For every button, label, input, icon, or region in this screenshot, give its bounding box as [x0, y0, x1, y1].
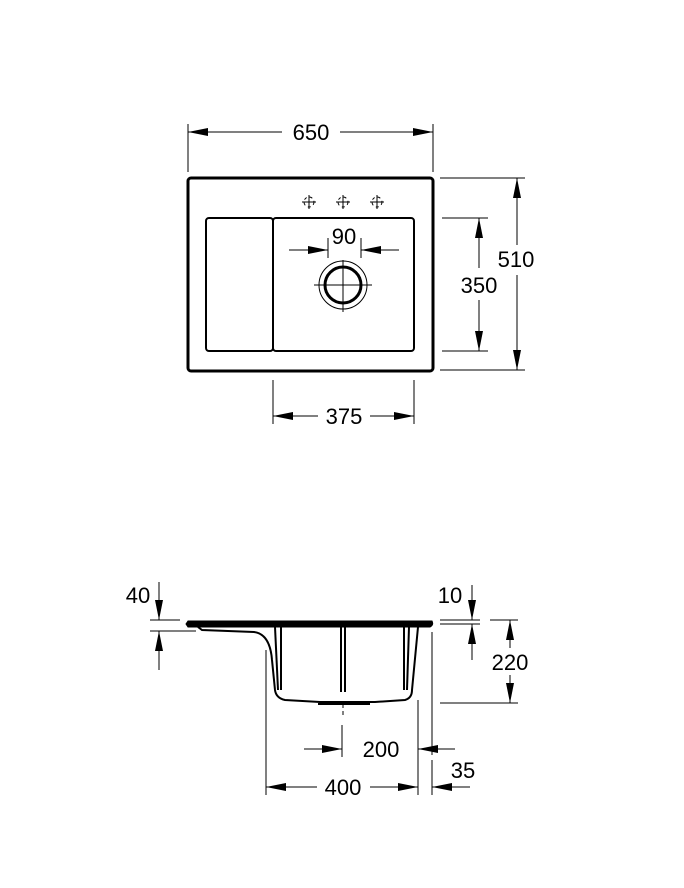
side-view: 40 10 220 200 [126, 582, 529, 800]
tap-hole-icon [370, 195, 384, 209]
rib [406, 626, 410, 691]
dimension-rim-thickness: 10 [438, 583, 480, 660]
bowl [272, 217, 415, 352]
label-200: 200 [363, 737, 400, 762]
dimension-bowl-depth: 350 [442, 217, 498, 352]
tap-hole-icon [336, 195, 350, 209]
dimension-bowl-depth-side: 220 [440, 619, 529, 704]
top-view: 650 [186, 120, 535, 429]
dimension-overall-depth: 510 [440, 177, 535, 371]
label-350: 350 [461, 273, 498, 298]
dimension-overall-width: 650 [187, 120, 434, 172]
label-40: 40 [126, 583, 150, 608]
rib [274, 626, 279, 691]
label-375: 375 [326, 404, 363, 429]
dimension-edge-offset: 35 [431, 758, 475, 795]
label-10: 10 [438, 583, 462, 608]
label-90: 90 [332, 224, 356, 249]
tap-holes [302, 195, 384, 209]
dimension-bowl-width-side: 400 [266, 775, 418, 800]
drain-icon [314, 260, 372, 312]
dimension-bowl-width: 375 [272, 380, 415, 429]
tap-hole-icon [302, 195, 316, 209]
sink-outline [186, 176, 435, 373]
dimension-drainboard-drop: 40 [126, 582, 196, 670]
drainboard [205, 217, 274, 352]
label-510: 510 [498, 247, 535, 272]
label-400: 400 [325, 775, 362, 800]
label-220: 220 [492, 650, 529, 675]
label-650: 650 [293, 120, 330, 145]
label-35: 35 [451, 758, 475, 783]
rim [185, 620, 434, 628]
dimension-drain-offset: 200 [304, 725, 455, 762]
dimension-drain: 90 [289, 224, 399, 258]
bowl-profile [197, 626, 419, 703]
